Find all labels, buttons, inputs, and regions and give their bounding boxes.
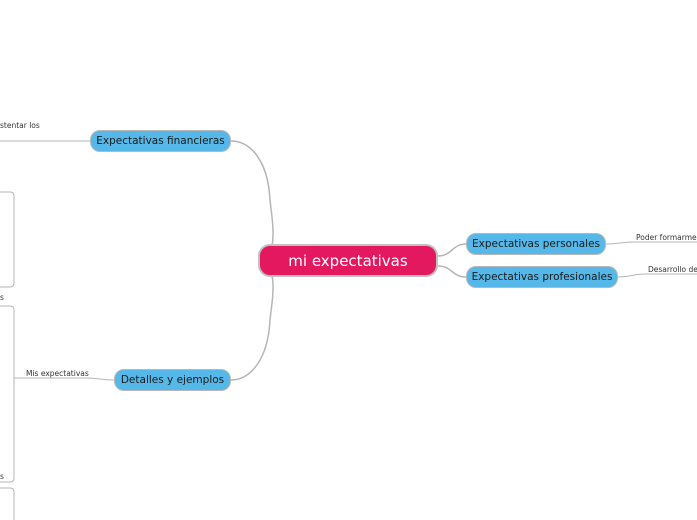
left-bracket-bottom <box>0 487 15 520</box>
connector-personales-sub <box>605 241 697 245</box>
connector-central-financieras <box>230 140 274 262</box>
subtopic-financieras[interactable]: stentar los <box>0 121 40 130</box>
left-edge-fragment: s <box>0 293 4 302</box>
connector-profesionales-sub <box>617 273 697 278</box>
connector-detalles-sub <box>14 377 115 381</box>
left-edge-fragment: s <box>0 472 4 481</box>
topic-expectativas-personales[interactable]: Expectativas personales <box>466 233 606 255</box>
central-node[interactable]: mi expectativas <box>258 244 438 277</box>
topic-expectativas-financieras[interactable]: Expectativas financieras <box>90 130 231 152</box>
left-bracket-upper <box>0 191 15 288</box>
left-bracket-lower <box>0 305 15 483</box>
connector-central-profesionales <box>437 265 467 278</box>
subtopic-profesionales[interactable]: Desarrollo de <box>648 265 697 274</box>
topic-expectativas-profesionales[interactable]: Expectativas profesionales <box>466 266 618 288</box>
connector-central-detalles <box>230 260 274 381</box>
subtopic-detalles[interactable]: Mis expectativas <box>26 369 89 378</box>
connector-central-personales <box>437 243 467 257</box>
topic-detalles-y-ejemplos[interactable]: Detalles y ejemplos <box>114 369 231 391</box>
subtopic-personales[interactable]: Poder formarme p <box>636 233 697 242</box>
